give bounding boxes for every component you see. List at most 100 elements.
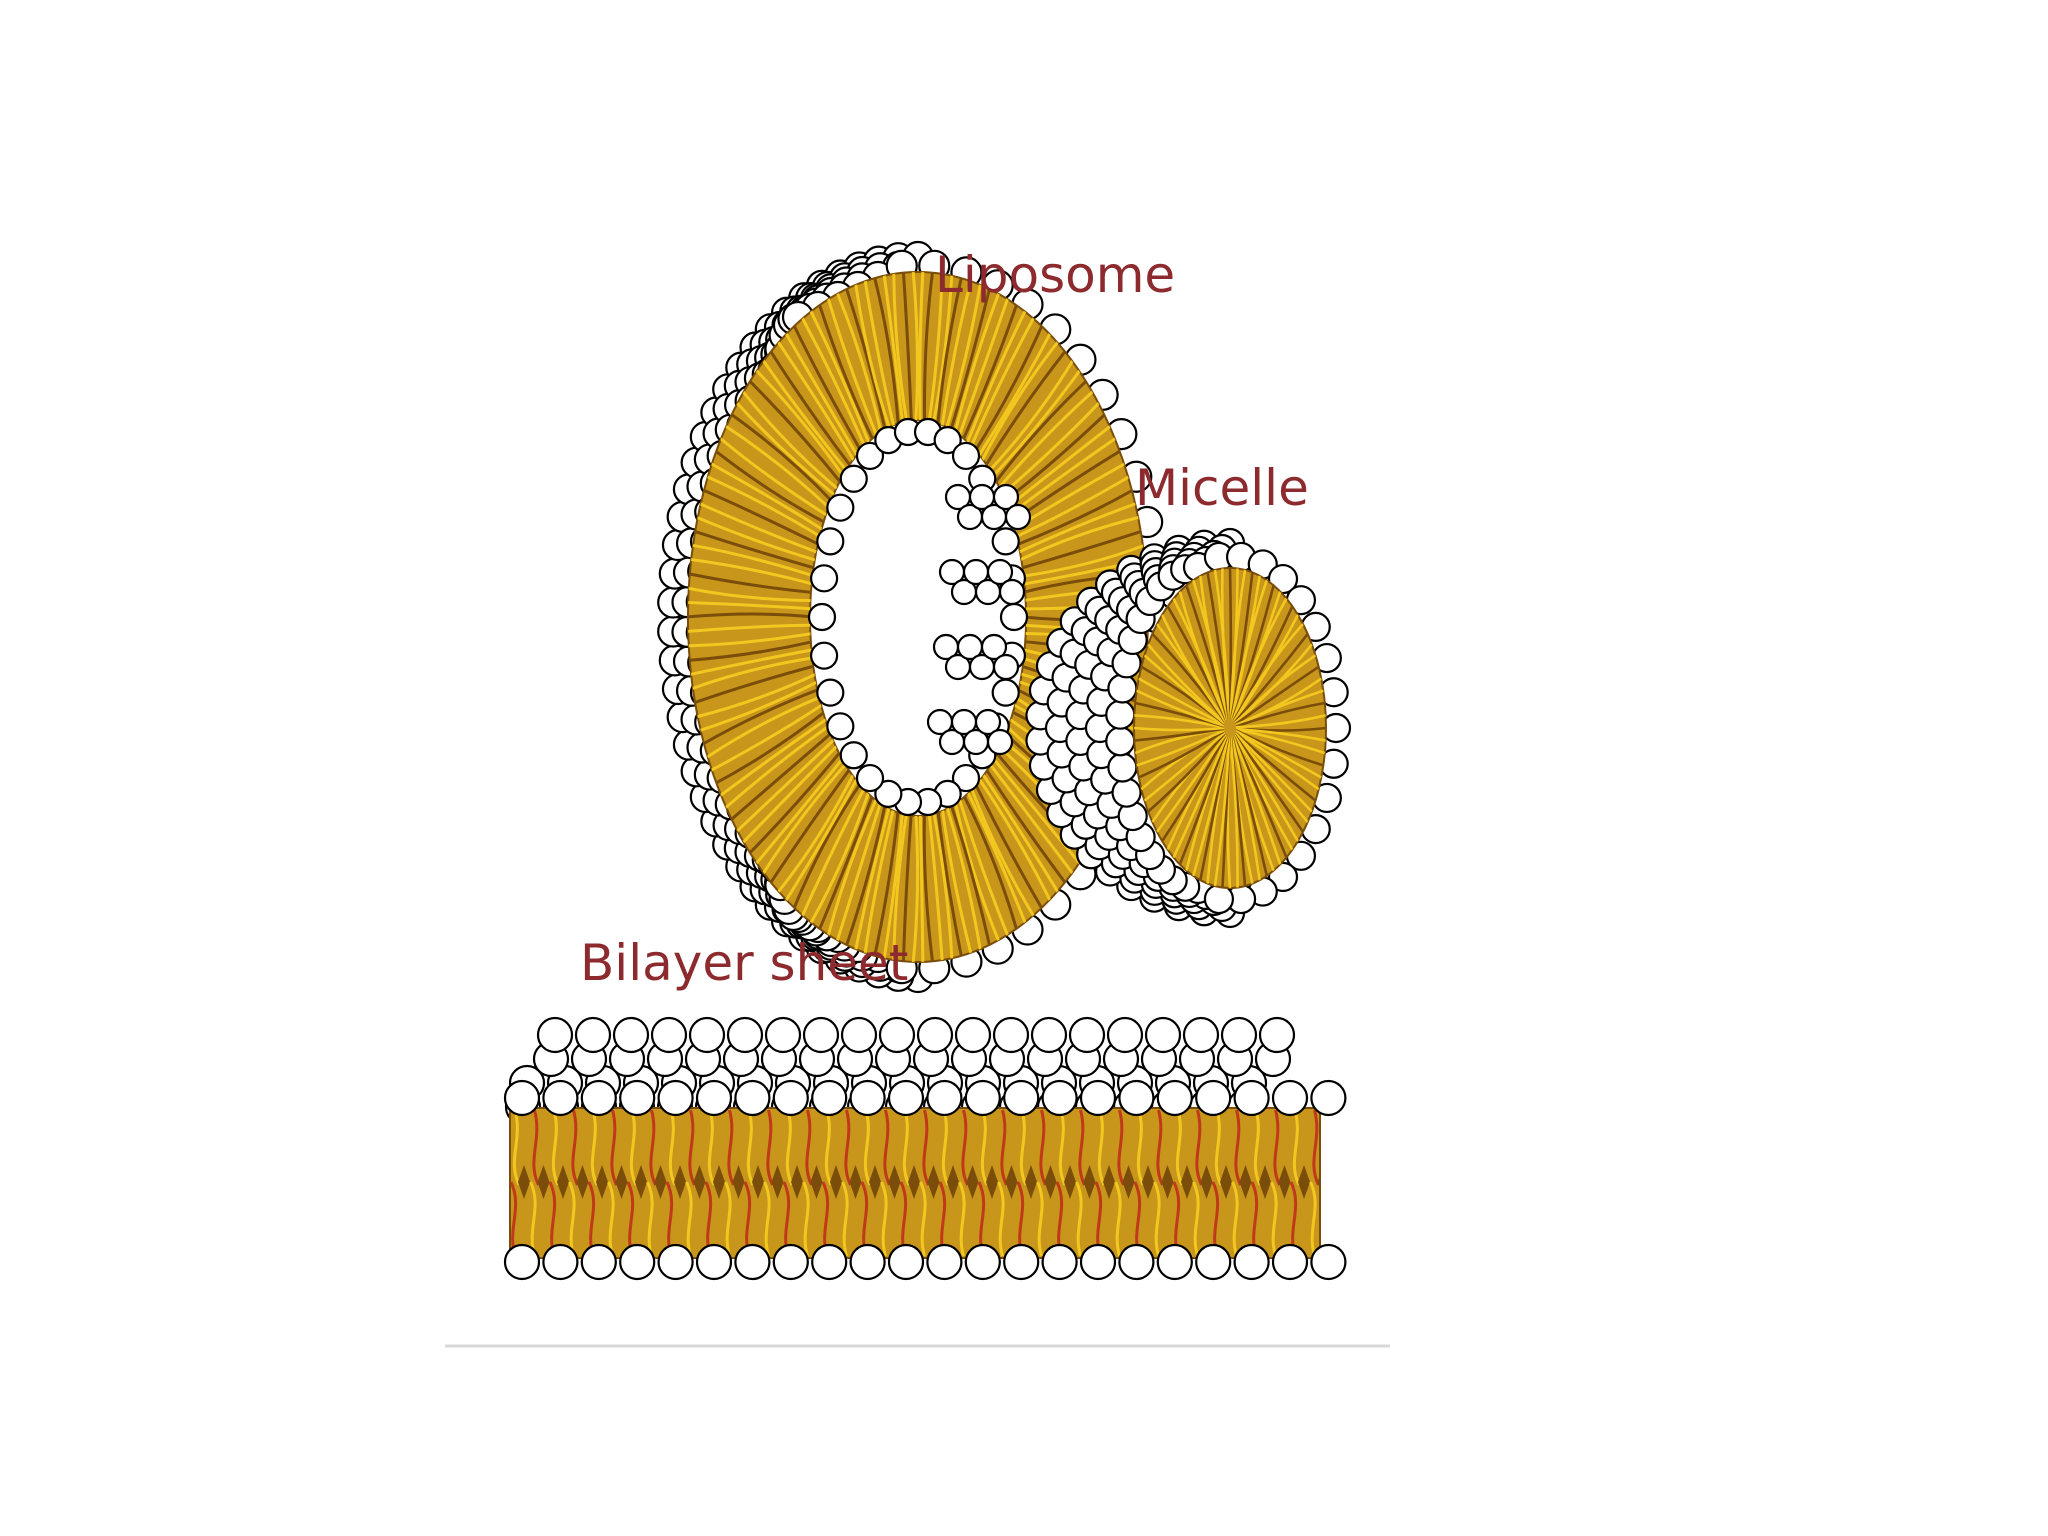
liposome-cavity-head: [998, 578, 1026, 606]
micelle-head: [1107, 673, 1138, 704]
lipid-tail: [1155, 733, 1227, 833]
bilayer-top-head: [1068, 1016, 1106, 1054]
lipid-tail: [768, 766, 853, 885]
lipid-tail: [723, 424, 832, 511]
lipid-tail: [965, 789, 1027, 925]
lipid-tail: [927, 810, 944, 962]
lipid-tail: [1195, 1109, 1203, 1186]
lipid-tail: [590, 1109, 599, 1186]
tail-shadow: [752, 1165, 764, 1199]
lipid-tail: [800, 316, 867, 449]
lipid-tail: [996, 389, 1095, 491]
tail-shadow: [674, 1165, 686, 1199]
lipid-tail: [911, 272, 919, 423]
lipid-tail: [824, 1109, 833, 1186]
lipid-tail: [709, 702, 825, 773]
bilayer-bottom-head: [964, 1243, 1001, 1281]
liposome-inner-head: [809, 641, 839, 670]
lipid-tail: [990, 368, 1082, 479]
lipid-tail: [754, 368, 846, 479]
micelle-label: Micelle: [1135, 459, 1309, 517]
micelle-rim-head: [1203, 883, 1235, 915]
lipid-tail: [1000, 1109, 1008, 1186]
bilayer-bottom-head: [1310, 1243, 1347, 1281]
bilayer-front-head: [811, 1079, 848, 1117]
bilayer-front-heads: [503, 1079, 1347, 1117]
lipid-tail: [1233, 733, 1305, 833]
lipid-tail: [1214, 1109, 1223, 1186]
lipid-tail: [646, 1181, 654, 1257]
lipid-tail: [741, 389, 840, 491]
tail-shadow: [1025, 1165, 1037, 1199]
lipid-tail: [936, 276, 963, 426]
lipid-tail: [980, 340, 1060, 463]
lipid-tail: [784, 776, 860, 902]
bilayer-front-head: [657, 1079, 694, 1117]
bilayer-front-head: [1118, 1079, 1155, 1117]
lipid-tail: [941, 1109, 950, 1186]
lipid-tail: [1160, 614, 1227, 722]
lipid-tail: [607, 1181, 615, 1257]
lipid-tail: [972, 324, 1044, 454]
micelle-head: [1111, 777, 1142, 808]
lipid-tail: [919, 1181, 927, 1257]
bilayer-top-head: [536, 1016, 574, 1054]
lipid-tail: [863, 1109, 872, 1186]
lipid-tail: [1134, 714, 1225, 729]
bilayer-top-head: [1258, 1016, 1296, 1054]
bilayer-bottom-head: [657, 1243, 694, 1281]
lipid-tail: [922, 1109, 930, 1186]
tail-shadow: [869, 1165, 881, 1199]
bilayer-top-head: [992, 1016, 1030, 1054]
lipid-tail: [835, 799, 883, 942]
lipid-tail: [690, 543, 816, 578]
lipid-tail: [727, 1109, 735, 1186]
tail-shadow: [1044, 1165, 1057, 1199]
lipid-tail: [965, 309, 1027, 445]
lipid-tail: [1156, 1109, 1164, 1186]
tail-shadow: [1200, 1165, 1213, 1199]
liposome-inner-head: [839, 741, 868, 770]
lipid-tail: [1153, 1181, 1161, 1257]
bilayer-top-head: [878, 1016, 916, 1054]
lipid-tail: [729, 412, 835, 504]
bilayer-front-head: [542, 1079, 579, 1117]
bilayer-sheet: [503, 1016, 1347, 1281]
lipid-tail: [687, 623, 814, 633]
lipid-tail: [809, 789, 871, 925]
bilayer-front-head: [964, 1079, 1001, 1117]
lipid-tail: [863, 806, 896, 955]
bilayer-top-head: [916, 1016, 954, 1054]
liposome-inner-head: [826, 493, 855, 522]
lipid-tail: [1235, 689, 1324, 727]
tail-shadow: [1317, 1174, 1320, 1190]
bilayer-front-head: [1003, 1079, 1040, 1117]
bilayer-bottom-heads: [503, 1243, 1347, 1281]
lipid-tail: [1117, 1109, 1125, 1186]
lipid-tail: [1134, 726, 1225, 732]
bilayer-top-head: [1030, 1016, 1068, 1054]
bilayer-top-head: [612, 1016, 650, 1054]
lipid-tail: [723, 723, 832, 810]
lipid-tail: [911, 811, 920, 962]
lipid-tail: [802, 1181, 810, 1257]
lipid-tail: [987, 761, 1075, 876]
lipid-tail: [901, 272, 913, 423]
micelle-head: [1107, 752, 1138, 783]
bilayer-front-head: [1271, 1079, 1309, 1117]
bilayer-top-head: [1182, 1016, 1220, 1054]
lipid-tail: [854, 283, 892, 430]
bilayer-front-head: [849, 1079, 886, 1117]
tail-shadow: [1239, 1165, 1252, 1199]
lipid-tail: [695, 515, 818, 563]
lipid-tail: [993, 379, 1089, 485]
lipid-tail: [701, 488, 822, 547]
lipid-tail: [1192, 1181, 1200, 1257]
bilayer-front-head: [887, 1079, 925, 1117]
tail-shadow: [966, 1165, 979, 1199]
lipid-tail: [698, 501, 820, 555]
lipid-tail: [1233, 623, 1304, 723]
bilayer-front-head: [1156, 1079, 1193, 1117]
lipid-tail: [792, 324, 864, 454]
lipid-tail: [1235, 701, 1326, 728]
